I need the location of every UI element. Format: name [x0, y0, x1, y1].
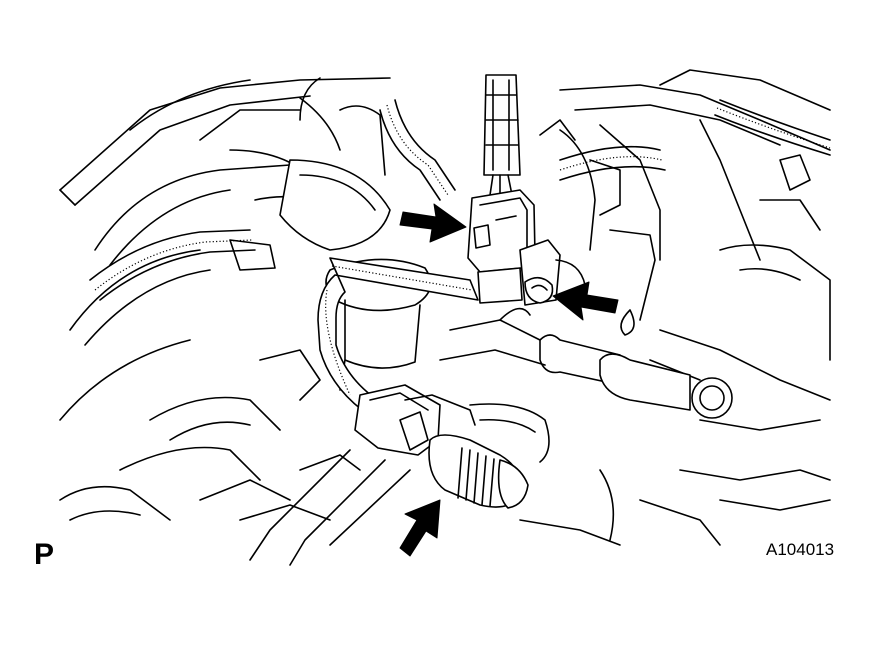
arrow-sensor: [399, 499, 441, 557]
harness-clamp: [519, 239, 586, 306]
callout-arrows: [399, 203, 619, 557]
arrow-connector: [399, 203, 467, 243]
sensor-body: [428, 403, 550, 509]
corrugated-hoses: [89, 77, 831, 301]
harness-connector: [467, 189, 536, 304]
arrow-clamp: [552, 281, 619, 321]
figure-code: A104013: [766, 540, 835, 559]
corner-letter: P: [34, 538, 55, 571]
overhead-cable: [483, 74, 521, 196]
sensor-connector: [354, 384, 476, 456]
metal-pipe: [249, 449, 411, 566]
right-pipe-assembly: [439, 307, 733, 419]
